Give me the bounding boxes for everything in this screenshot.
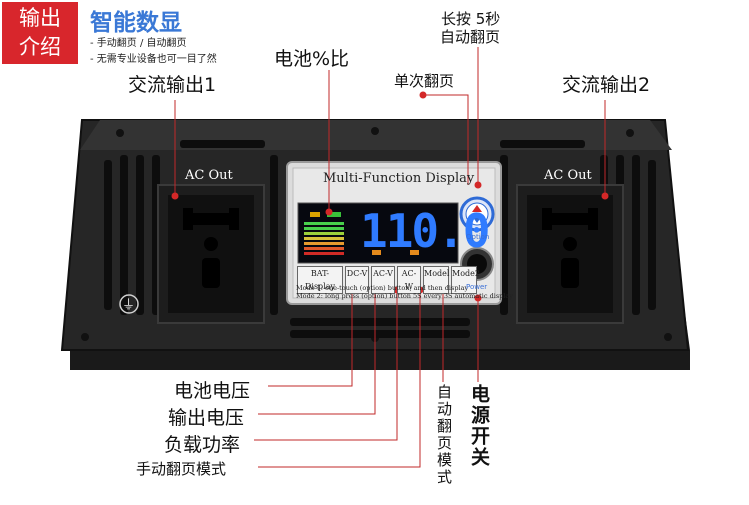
panel-title: Multi-Function Display: [323, 171, 475, 186]
bat-display-button[interactable]: BAT-Display: [297, 266, 343, 294]
badge-line1: 输出: [19, 6, 61, 30]
mode2-button[interactable]: Mode2: [451, 266, 480, 294]
mode2-description: Mode 2: long press (option) button 5S ev…: [296, 292, 513, 300]
option-button[interactable]: [461, 198, 493, 230]
callout-long-press-1: 长按 5秒: [441, 10, 501, 28]
callout-long-press-2: 自动翻页: [440, 28, 501, 46]
bullet-1: - 手动翻页 / 自动翻页: [90, 38, 187, 49]
callout-output-voltage: 输出电压: [168, 407, 245, 429]
callout-battery-percent: 电池%比: [274, 48, 350, 70]
callout-battery-voltage: 电池电压: [174, 380, 251, 402]
ac-out-left-label: AC Out: [185, 168, 233, 183]
option-label: Option: [466, 233, 490, 241]
mode1-description: Mode 1: one-touch (option) button, and t…: [296, 284, 469, 292]
page-title: 智能数显: [90, 10, 182, 36]
ground-icon: ⏚: [122, 298, 136, 313]
ac-w-button[interactable]: AC-W: [397, 266, 421, 294]
ac-out-right-label: AC Out: [544, 168, 592, 183]
callout-load-power: 负载功率: [164, 434, 241, 456]
callout-power-switch: 电源开关: [468, 384, 490, 468]
model-button[interactable]: Model: [423, 266, 449, 294]
dc-v-button[interactable]: DC-V: [345, 266, 369, 294]
callout-ac-out1: 交流输出1: [128, 74, 217, 96]
power-button[interactable]: [461, 248, 493, 280]
ac-v-button[interactable]: AC-V: [371, 266, 395, 294]
callout-auto-page-mode: 自动翻页模式: [435, 384, 453, 486]
callout-manual-page-mode: 手动翻页模式: [136, 460, 227, 478]
lcd-readout: 110.0: [360, 204, 490, 258]
badge-line2: 介绍: [19, 35, 61, 59]
mode-button-row: BAT-Display DC-V AC-V AC-W Model Mode2: [297, 266, 480, 294]
bullet-2: - 无需专业设备也可一目了然: [90, 54, 217, 65]
callout-ac-out2: 交流输出2: [562, 74, 651, 96]
intro-badge: 输出 介绍: [2, 2, 78, 64]
callout-single-page: 单次翻页: [394, 72, 455, 90]
power-label: Power: [466, 283, 488, 291]
